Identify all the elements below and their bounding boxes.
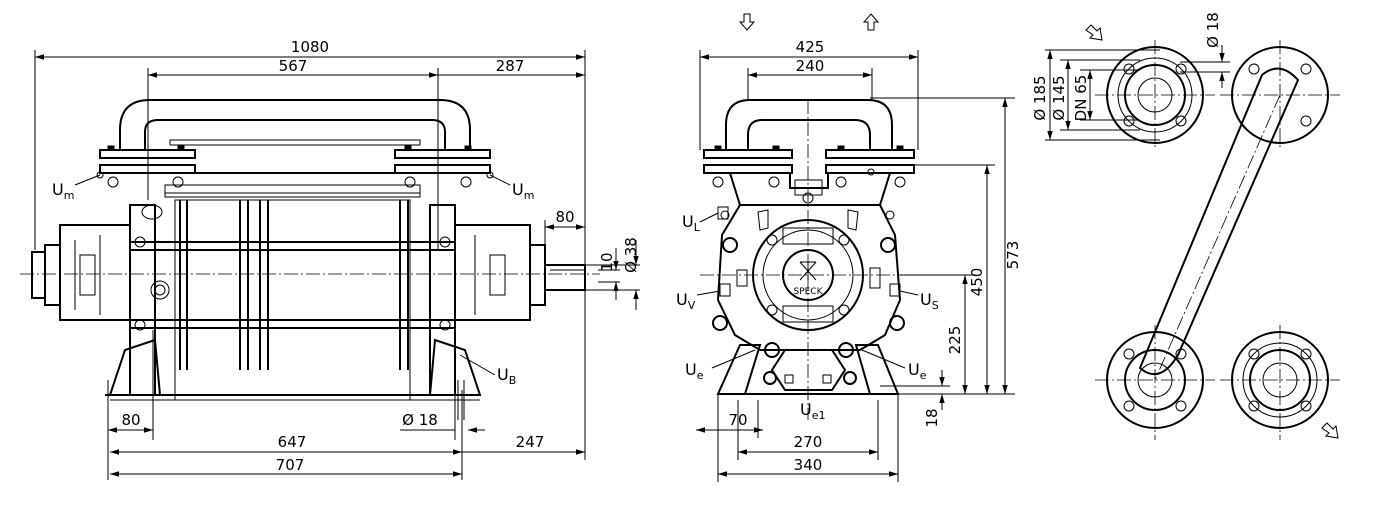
dim-flange-spacing: 567 xyxy=(279,57,308,75)
side-view: 1080 567 287 80 10 Ø 38 80 Ø 18 647 707 … xyxy=(20,38,640,480)
dim-foot-hole: Ø 18 xyxy=(402,411,438,429)
dim-shaft-length: 80 xyxy=(555,208,574,226)
dim-shaft-diameter: Ø 38 xyxy=(622,237,640,273)
flange-arrow-in-icon xyxy=(1085,24,1103,41)
dim-pipe-width: 240 xyxy=(796,57,825,75)
flange-view: Ø 18 Ø 185 Ø 145 DN 65 xyxy=(1031,12,1340,440)
label-us: US xyxy=(920,290,939,312)
label-uv: UV xyxy=(676,290,696,312)
dim-foot-to-shaft-end: 247 xyxy=(516,433,545,451)
dim-foot-spacing: 647 xyxy=(278,433,307,451)
dim-nominal-diameter: DN 65 xyxy=(1072,75,1090,122)
label-um-right: Um xyxy=(512,180,534,202)
dim-foot-offset: 80 xyxy=(121,411,140,429)
outlet-arrow-up-icon xyxy=(862,13,880,31)
dim-foot-thickness: 18 xyxy=(923,408,941,427)
front-view: SPECK 425 240 573 450 225 18 70 270 340 … xyxy=(676,13,1022,482)
dim-shaft-key: 10 xyxy=(598,252,616,271)
logo-text: SPECK xyxy=(793,287,823,297)
dim-foot-hole-spacing: 270 xyxy=(794,433,823,451)
flange-arrow-out-icon xyxy=(1321,422,1339,439)
inlet-arrow-down-icon xyxy=(738,13,756,31)
label-ue-right: Ue xyxy=(908,360,927,382)
label-ul: UL xyxy=(682,212,701,234)
dim-base-width: 340 xyxy=(794,456,823,474)
label-ub: UB xyxy=(497,365,516,387)
dim-flange-to-end: 287 xyxy=(496,57,525,75)
dim-flange-outer-diameter: Ø 185 xyxy=(1031,75,1049,120)
label-ue1: Ue1 xyxy=(800,400,826,422)
label-ue-left: Ue xyxy=(685,360,704,382)
dim-shaft-height: 225 xyxy=(946,326,964,355)
label-um-left: Um xyxy=(52,180,74,202)
dim-base-length: 707 xyxy=(276,456,305,474)
dim-foot-width: 70 xyxy=(728,411,747,429)
dim-total-height: 573 xyxy=(1004,241,1022,270)
dim-flange-height: 450 xyxy=(968,268,986,297)
speck-logo: SPECK xyxy=(793,261,824,297)
dim-overall-length: 1080 xyxy=(291,38,329,56)
dim-front-width: 425 xyxy=(796,38,825,56)
dim-bolt-hole: Ø 18 xyxy=(1204,12,1222,48)
dim-bolt-circle: Ø 145 xyxy=(1050,75,1068,120)
